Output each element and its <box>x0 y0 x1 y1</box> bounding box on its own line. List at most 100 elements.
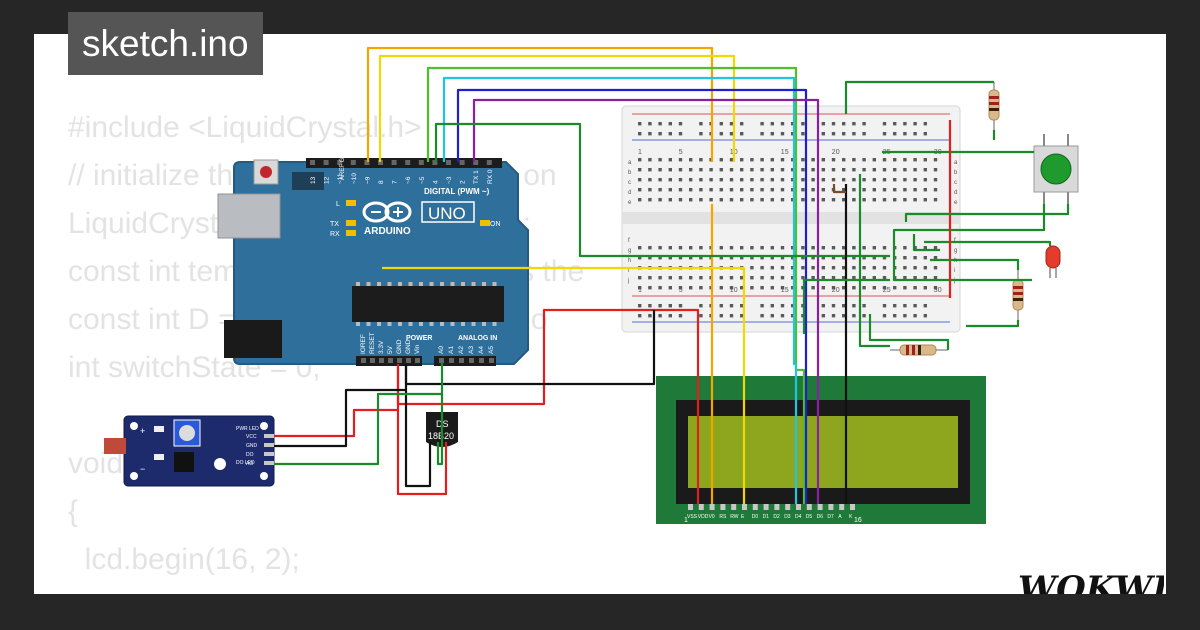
header-pin[interactable] <box>473 160 479 165</box>
breadboard-hole[interactable] <box>770 158 774 162</box>
breadboard-hole[interactable] <box>842 198 846 202</box>
header-pin[interactable] <box>432 160 438 165</box>
breadboard-hole[interactable] <box>923 158 927 162</box>
breadboard-hole[interactable] <box>658 246 662 250</box>
breadboard-hole[interactable] <box>862 178 866 182</box>
header-pin[interactable] <box>337 160 343 165</box>
breadboard-hole[interactable] <box>658 304 662 308</box>
breadboard-hole[interactable] <box>689 178 693 182</box>
breadboard-hole[interactable] <box>882 276 887 280</box>
breadboard-hole[interactable] <box>821 314 825 318</box>
breadboard-hole[interactable] <box>801 256 805 260</box>
breadboard-hole[interactable] <box>770 304 774 308</box>
breadboard-hole[interactable] <box>760 188 764 192</box>
breadboard-hole[interactable] <box>780 266 785 270</box>
breadboard-hole[interactable] <box>913 168 917 172</box>
breadboard-hole[interactable] <box>821 178 825 182</box>
breadboard-hole[interactable] <box>780 246 785 250</box>
breadboard-hole[interactable] <box>699 304 703 308</box>
breadboard-hole[interactable] <box>831 158 836 162</box>
breadboard-hole[interactable] <box>842 178 846 182</box>
breadboard-hole[interactable] <box>760 246 764 250</box>
breadboard-hole[interactable] <box>750 178 754 182</box>
lcd-pin[interactable] <box>817 504 823 510</box>
breadboard-hole[interactable] <box>770 188 774 192</box>
breadboard-hole[interactable] <box>740 276 744 280</box>
breadboard-hole[interactable] <box>689 158 693 162</box>
breadboard-hole[interactable] <box>821 256 825 260</box>
breadboard-hole[interactable] <box>638 188 642 192</box>
breadboard-hole[interactable] <box>872 246 876 250</box>
breadboard-hole[interactable] <box>882 178 887 182</box>
breadboard-hole[interactable] <box>699 122 703 126</box>
breadboard-hole[interactable] <box>729 168 734 172</box>
breadboard-hole[interactable] <box>893 122 897 126</box>
breadboard-hole[interactable] <box>780 168 785 172</box>
breadboard-hole[interactable] <box>760 198 764 202</box>
breadboard-hole[interactable] <box>658 122 662 126</box>
breadboard-hole[interactable] <box>913 304 917 308</box>
breadboard-hole[interactable] <box>780 304 785 308</box>
breadboard-hole[interactable] <box>903 314 907 318</box>
breadboard-hole[interactable] <box>913 276 917 280</box>
lcd-pin[interactable] <box>688 504 693 510</box>
header-pin[interactable] <box>439 358 444 363</box>
breadboard-hole[interactable] <box>638 122 642 126</box>
breadboard-hole[interactable] <box>709 198 713 202</box>
breadboard-hole[interactable] <box>862 158 866 162</box>
breadboard-hole[interactable] <box>791 266 795 270</box>
breadboard-hole[interactable] <box>791 304 795 308</box>
breadboard-hole[interactable] <box>862 188 866 192</box>
breadboard-hole[interactable] <box>831 198 836 202</box>
breadboard-hole[interactable] <box>872 178 876 182</box>
breadboard-hole[interactable] <box>821 132 825 136</box>
breadboard-hole[interactable] <box>882 132 887 136</box>
breadboard-hole[interactable] <box>760 314 764 318</box>
breadboard-hole[interactable] <box>893 198 897 202</box>
breadboard-hole[interactable] <box>770 266 774 270</box>
breadboard-hole[interactable] <box>842 304 846 308</box>
header-pin[interactable] <box>479 358 484 363</box>
breadboard-hole[interactable] <box>842 314 846 318</box>
lcd-pin[interactable] <box>828 504 834 510</box>
breadboard-hole[interactable] <box>689 276 693 280</box>
breadboard-hole[interactable] <box>658 158 662 162</box>
breadboard-hole[interactable] <box>729 276 734 280</box>
breadboard-hole[interactable] <box>740 246 744 250</box>
breadboard-hole[interactable] <box>933 266 938 270</box>
breadboard-hole[interactable] <box>668 276 672 280</box>
breadboard-hole[interactable] <box>862 122 866 126</box>
breadboard-hole[interactable] <box>729 304 734 308</box>
breadboard-hole[interactable] <box>882 122 887 126</box>
lcd-pin[interactable] <box>806 504 812 510</box>
breadboard-hole[interactable] <box>770 286 774 290</box>
breadboard-hole[interactable] <box>678 246 683 250</box>
breadboard-hole[interactable] <box>658 276 662 280</box>
breadboard-hole[interactable] <box>882 266 887 270</box>
breadboard-hole[interactable] <box>699 158 703 162</box>
breadboard-hole[interactable] <box>638 286 642 290</box>
breadboard-hole[interactable] <box>668 188 672 192</box>
breadboard-hole[interactable] <box>791 246 795 250</box>
breadboard-hole[interactable] <box>699 314 703 318</box>
breadboard-hole[interactable] <box>740 168 744 172</box>
breadboard-hole[interactable] <box>750 276 754 280</box>
breadboard-hole[interactable] <box>882 286 887 290</box>
breadboard-hole[interactable] <box>648 256 652 260</box>
breadboard-hole[interactable] <box>852 168 856 172</box>
breadboard-hole[interactable] <box>638 276 642 280</box>
breadboard-hole[interactable] <box>923 132 927 136</box>
breadboard-hole[interactable] <box>668 158 672 162</box>
lcd-pin[interactable] <box>774 504 780 510</box>
breadboard-hole[interactable] <box>913 246 917 250</box>
breadboard-hole[interactable] <box>760 122 764 126</box>
breadboard-hole[interactable] <box>740 188 744 192</box>
breadboard-hole[interactable] <box>872 198 876 202</box>
breadboard-hole[interactable] <box>668 178 672 182</box>
breadboard-hole[interactable] <box>893 188 897 192</box>
breadboard-hole[interactable] <box>923 286 927 290</box>
breadboard-hole[interactable] <box>658 286 662 290</box>
breadboard-hole[interactable] <box>852 178 856 182</box>
breadboard-hole[interactable] <box>862 266 866 270</box>
